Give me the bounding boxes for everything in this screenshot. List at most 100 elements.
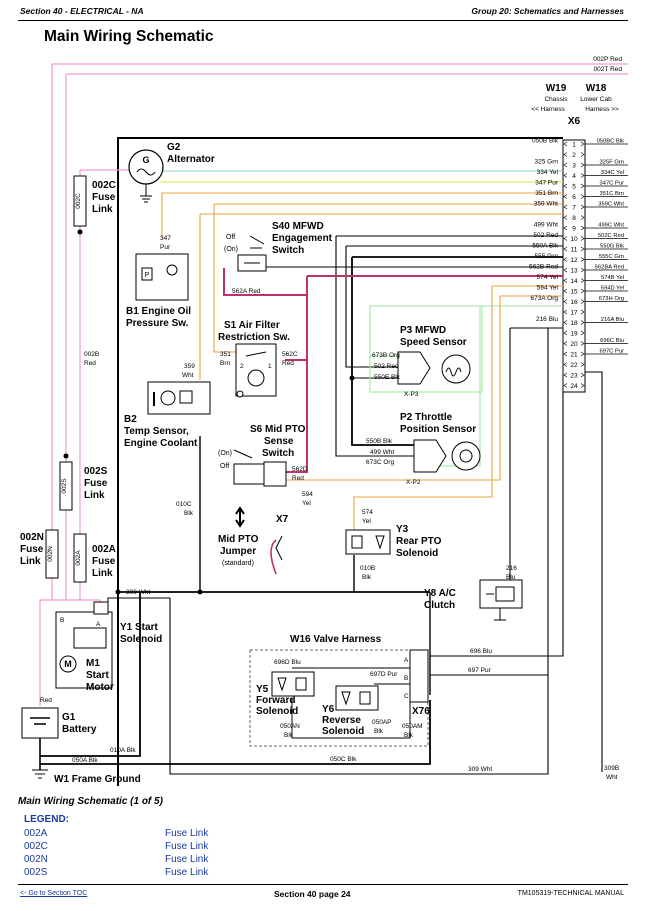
fuse-002c-label-1: 002C <box>92 180 116 191</box>
b2-label-1: Temp Sensor, <box>124 426 189 437</box>
wire-050a: 050A Blk <box>72 757 98 764</box>
connector-pin-5: 5 <box>572 184 576 191</box>
jumper-label-1: Mid PTO <box>218 534 259 545</box>
connector-pin-mark <box>563 194 585 199</box>
y6-reverse-solenoid: Y6 Reverse Solenoid <box>322 685 379 737</box>
b1-oil-pressure-switch: P 347 Pur B1 Engine Oil Pressure Sw. <box>126 235 191 329</box>
connector-left-wire-label: 325 Grn <box>535 159 559 166</box>
w16-pin-b: B <box>404 675 408 682</box>
b2-wire-359: 359 <box>184 363 195 370</box>
connector-right-wire-label: 334C Yel <box>601 170 624 176</box>
y1-pin-b: B <box>60 617 64 624</box>
legend-code: 002S <box>24 867 48 878</box>
section-toc-link[interactable]: <- Go to Section TOC <box>20 890 88 897</box>
s6-wire-yel: Yel <box>302 500 311 507</box>
fuse-002n-label-1: 002N <box>20 532 44 543</box>
connector-pin-15: 15 <box>570 289 578 296</box>
connector-pin-mark <box>563 288 585 294</box>
connector-pin-8: 8 <box>572 215 576 222</box>
s6-mid-pto-switch: (On) Off S6 Mid PTO Sense Switch 562D Re… <box>218 424 313 525</box>
header-group: Group 20: Schematics and Harnesses <box>471 6 624 16</box>
y5-forward-solenoid: Y5 Forward Solenoid <box>256 671 315 717</box>
connector-right-wire-label: 555C Grn <box>599 254 624 260</box>
y8-ac-clutch: 216 Blu Y8 A/C Clutch <box>424 565 523 621</box>
connector-right-wire-label: 351C Brn <box>600 191 625 197</box>
x6-label: X6 <box>568 116 581 127</box>
s1-label-2: Restriction Sw. <box>218 332 290 343</box>
w1-label: W1 Frame Ground <box>54 774 141 785</box>
connector-pin-13: 13 <box>570 268 578 275</box>
m1-label-3: Motor <box>86 682 114 693</box>
connector-left-wire-label: 359 Wht <box>534 201 558 208</box>
connector-pin-1: 1 <box>572 142 576 149</box>
alternator-name: Alternator <box>167 154 215 165</box>
p3-speed-sensor: P3 MFWD Speed Sensor X-P3 673B Org 502 R… <box>369 305 483 398</box>
connector-pin-mark <box>563 141 585 147</box>
connector-pin-7: 7 <box>572 205 576 212</box>
wire-002t-label: 002T Red <box>594 66 623 73</box>
connector-pin-mark <box>563 320 585 325</box>
connector-left-wire-label: 673A Org <box>531 295 559 302</box>
connector-right-wire-label: 050BC Blk <box>597 139 624 145</box>
b2-temp-sensor: 359 Wht B2 Temp Sensor, Engine Coolant <box>124 363 211 449</box>
m1-symbol: M <box>64 659 72 669</box>
connector-right-wire-label: 359C Wht <box>598 202 624 208</box>
p2-label-2: Position Sensor <box>400 424 476 435</box>
fuse-002n-label-3: Link <box>20 556 41 567</box>
fuse-002s-label-1: 002S <box>84 466 108 477</box>
s1-label-1: S1 Air Filter <box>224 320 280 331</box>
legend-desc: Fuse Link <box>165 841 209 852</box>
connector-pin-mark <box>563 372 585 378</box>
connector-left-wire-label: 594 Yel <box>537 285 559 292</box>
g1-wire-red: Red <box>40 697 52 704</box>
m1-label-1: M1 <box>86 658 100 669</box>
s40-label-3: Switch <box>272 245 304 256</box>
connector-pin-mark <box>563 362 585 367</box>
wire-562a-label: 562A Red <box>232 288 261 295</box>
fuse-link-002c: 002C 002C Fuse Link <box>73 175 116 235</box>
w16-wire-050an-blk: Blk <box>284 732 294 739</box>
p3-label-2: Speed Sensor <box>400 337 467 348</box>
connector-pin-14: 14 <box>570 278 578 285</box>
fuse-002n-label-2: Fuse <box>20 544 44 555</box>
y6-label-3: Solenoid <box>322 726 364 737</box>
p2-wire-499: 499 Wht <box>370 449 394 456</box>
s1-pin-2: 2 <box>240 363 244 370</box>
w19-label: W19 <box>546 83 567 94</box>
b1-label-1: B1 Engine Oil <box>126 306 191 317</box>
p3-x-label: X-P3 <box>404 391 419 398</box>
y1-wire-309: 309 Wht <box>126 589 150 596</box>
connector-right-wire-label: 502C Red <box>598 233 624 239</box>
connector-pin-mark <box>563 309 585 315</box>
s1-wire-351: 351 <box>220 351 231 358</box>
w16-wire-696: 696 Blu <box>470 648 492 655</box>
connector-pin-17: 17 <box>570 310 578 317</box>
header-rule <box>18 20 628 21</box>
lower-cab-label: Lower Cab <box>580 96 612 103</box>
fuse-002s-label-2: Fuse <box>84 478 108 489</box>
y6-label-2: Reverse <box>322 715 361 726</box>
jumper-label-3: (standard) <box>222 560 254 567</box>
p2-label-1: P2 Throttle <box>400 412 453 423</box>
connector-pin-mark <box>563 173 585 178</box>
fuse-link-002a: 002A 002A Fuse Link <box>73 533 116 583</box>
s40-label-1: S40 MFWD <box>272 221 324 232</box>
fuse-002a-label-3: Link <box>92 568 113 579</box>
s1-wire-red: Red <box>282 360 294 367</box>
connector-pin-3: 3 <box>572 163 576 170</box>
connector-left-wire-label: 550A Blk <box>532 243 558 250</box>
s1-air-filter-switch: S1 Air Filter Restriction Sw. 351 Brn 56… <box>218 320 298 398</box>
p3-wire-673b: 673B Org <box>372 352 400 359</box>
y3-label-2: Rear PTO <box>396 536 442 547</box>
s1-wire-brn: Brn <box>220 360 231 367</box>
w16-wire-050ap-blk: Blk <box>374 728 384 735</box>
y8-wire-216: 216 <box>506 565 517 572</box>
w16-wire-050am: 050AM <box>402 723 423 730</box>
y8-wire-blu: Blu <box>506 574 516 581</box>
legend-title: LEGEND: <box>24 814 69 825</box>
b2-code: B2 <box>124 414 137 425</box>
connector-pin-19: 19 <box>570 331 578 338</box>
header-section: Section 40 - ELECTRICAL - NA <box>20 6 144 16</box>
y5-label-1: Y5 <box>256 684 269 695</box>
